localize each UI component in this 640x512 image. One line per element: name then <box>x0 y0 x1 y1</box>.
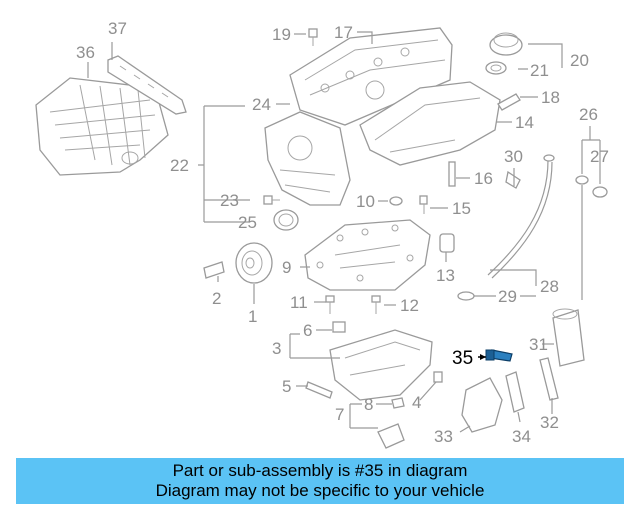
bolt-12 <box>371 295 381 314</box>
callout-17: 17 <box>334 23 353 42</box>
arrow-35 <box>480 354 486 360</box>
part-32 <box>539 357 559 401</box>
callout-32: 32 <box>540 413 559 432</box>
stud-16 <box>448 161 456 187</box>
leader-33 <box>459 425 471 433</box>
callout-26: 26 <box>579 105 598 124</box>
seal-18 <box>497 93 521 111</box>
callout-12: 12 <box>400 296 419 315</box>
pump-7 <box>377 423 405 449</box>
banner-line-1: Part or sub-assembly is #35 in diagram <box>172 461 468 480</box>
bolt-4 <box>433 371 443 383</box>
bolt-5 <box>305 381 333 399</box>
bolt-2 <box>203 261 225 279</box>
callout-20: 20 <box>570 51 589 70</box>
bolt-19 <box>308 28 318 46</box>
bolt-11 <box>325 295 335 314</box>
valve-cover <box>289 27 453 126</box>
callout-15: 15 <box>452 199 471 218</box>
callout-33: 33 <box>434 427 453 446</box>
bolt-35-highlighted <box>485 349 513 362</box>
intake-gasket <box>107 55 187 115</box>
callout-30: 30 <box>504 147 523 166</box>
crank-seal <box>273 209 299 231</box>
oil-filter-housing <box>461 377 503 433</box>
callout-13: 13 <box>436 266 455 285</box>
callout-22: 22 <box>170 156 189 175</box>
callout-3: 3 <box>272 339 281 358</box>
callout-8: 8 <box>364 395 373 414</box>
leader-34 <box>517 411 521 423</box>
sender-13 <box>439 233 455 253</box>
callout-16: 16 <box>474 169 493 188</box>
banner-line-2: Diagram may not be specific to your vehi… <box>155 481 485 500</box>
leader-28 <box>490 269 537 297</box>
dipstick <box>575 175 589 300</box>
leader-26-27 <box>581 126 601 184</box>
drain-plug-6 <box>332 321 346 333</box>
callout-2: 2 <box>212 289 221 308</box>
callout-6: 6 <box>303 321 312 340</box>
leader-7 <box>349 403 378 429</box>
callout-1: 1 <box>248 307 257 326</box>
callout-27: 27 <box>590 147 609 166</box>
callout-11: 11 <box>290 293 308 312</box>
callout-19: 19 <box>272 25 291 44</box>
crank-pulley <box>235 242 273 284</box>
info-banner: Part or sub-assembly is #35 in diagram D… <box>16 458 624 504</box>
lower-crankcase <box>304 219 431 291</box>
oil-cap-seal <box>485 61 507 75</box>
callout-23: 23 <box>220 191 239 210</box>
callout-28: 28 <box>540 277 559 296</box>
callout-29: 29 <box>498 287 517 306</box>
washer-10 <box>389 196 403 206</box>
dipstick-tube <box>487 154 555 279</box>
bolt-15 <box>419 195 428 214</box>
callout-7: 7 <box>335 405 344 424</box>
upper-oil-pan <box>359 81 501 166</box>
callout-35: 35 <box>452 348 473 369</box>
leader-22 <box>198 105 250 223</box>
intake-manifold <box>35 77 169 176</box>
callout-31: 31 <box>529 335 548 354</box>
sensor-30 <box>505 170 521 189</box>
callout-34: 34 <box>512 427 531 446</box>
bolt-23 <box>263 195 280 205</box>
oring-29 <box>457 291 475 301</box>
oil-filler-cap <box>489 32 523 56</box>
timing-cover <box>264 111 351 206</box>
bracket-34 <box>505 371 525 413</box>
callout-36: 36 <box>76 43 95 62</box>
callout-9: 9 <box>282 258 291 277</box>
oil-pan <box>329 329 433 401</box>
oil-filter <box>552 308 585 367</box>
callout-37: 37 <box>108 19 127 38</box>
parts-diagram: 37 36 19 17 20 21 18 24 14 26 30 27 22 1… <box>35 19 609 449</box>
callout-10: 10 <box>356 192 375 211</box>
callout-18: 18 <box>541 88 560 107</box>
leader-20-21 <box>518 43 563 70</box>
leader-3 <box>289 333 340 359</box>
callout-14: 14 <box>515 113 534 132</box>
callout-5: 5 <box>282 377 291 396</box>
callout-25: 25 <box>238 213 257 232</box>
leader-4 <box>419 381 437 401</box>
callout-4: 4 <box>412 393 421 412</box>
oring-27 <box>592 186 608 198</box>
callout-21: 21 <box>530 61 549 80</box>
bolt-8 <box>391 397 405 409</box>
callout-24: 24 <box>252 95 271 114</box>
leader-17 <box>357 31 373 44</box>
